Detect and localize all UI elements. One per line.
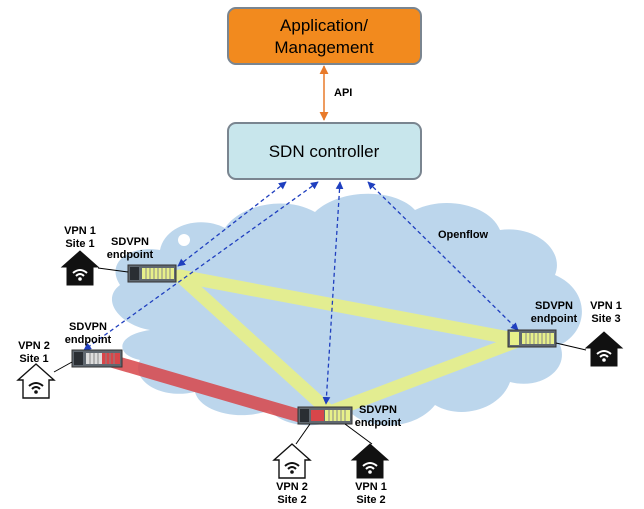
svg-text:SDVPN: SDVPN [69,321,107,333]
endpoint-label-vpn2-site1: SDVPN endpoint [65,321,112,346]
svg-text:VPN 2: VPN 2 [18,340,50,352]
svg-text:SDVPN: SDVPN [111,236,149,248]
endpoint-device-site1 [127,264,177,283]
openflow-arrow-site3 [367,181,519,331]
house-icon-vpn1-site1 [60,250,100,286]
house-icon-vpn1-site3 [584,331,624,367]
endpoint-device-site3 [507,329,557,348]
site-label-vpn1-site2: VPN 1 Site 2 [355,481,387,506]
site-label-vpn1-site3: VPN 1 Site 3 [590,300,622,325]
endpoint-device-site2 [297,406,353,425]
api-label: API [334,87,352,99]
site-label-vpn2-site1: VPN 2 Site 1 [18,340,50,365]
svg-text:endpoint: endpoint [355,417,402,429]
svg-text:Site 3: Site 3 [591,313,620,325]
svg-text:VPN 2: VPN 2 [276,481,308,493]
site-label-vpn1-site1: VPN 1 Site 1 [64,225,96,250]
svg-text:endpoint: endpoint [65,334,112,346]
house-icon-vpn2-site2 [272,443,312,479]
endpoint-device-vpn2-site1 [71,349,123,368]
svg-text:VPN 1: VPN 1 [64,225,96,237]
vpn2-tunnel [101,353,307,423]
svg-text:Site 2: Site 2 [356,494,385,506]
openflow-links [83,181,519,405]
openflow-arrow-site2 [322,181,344,405]
site-label-vpn2-site2: VPN 2 Site 2 [276,481,308,506]
house-icon-vpn2-site1 [16,363,56,399]
endpoint-label-site2: SDVPN endpoint [355,404,402,429]
endpoint-label-site1: SDVPN endpoint [107,236,154,261]
svg-text:SDVPN: SDVPN [535,300,573,312]
access-links [53,267,587,445]
application-management-box: Application/ Management [227,7,422,65]
house-icon-vpn1-site2 [350,443,390,479]
controller-label: SDN controller [269,142,380,161]
svg-text:endpoint: endpoint [531,313,578,325]
app-box-line1: Application/ [280,16,368,35]
svg-text:SDVPN: SDVPN [359,404,397,416]
svg-text:VPN 1: VPN 1 [355,481,387,493]
app-box-line2: Management [274,38,374,57]
openflow-label: Openflow [438,229,489,241]
svg-text:Site 2: Site 2 [277,494,306,506]
svg-text:endpoint: endpoint [107,249,154,261]
sdn-controller-box: SDN controller [227,122,422,180]
openflow-arrow-vpn2-site1 [83,181,319,351]
svg-text:Site 1: Site 1 [65,238,94,250]
endpoint-label-site3: SDVPN endpoint [531,300,578,325]
api-link: API [319,65,352,121]
svg-text:Site 1: Site 1 [19,353,48,365]
svg-text:VPN 1: VPN 1 [590,300,622,312]
vpn1-tunnel-site3-site2 [323,333,527,419]
